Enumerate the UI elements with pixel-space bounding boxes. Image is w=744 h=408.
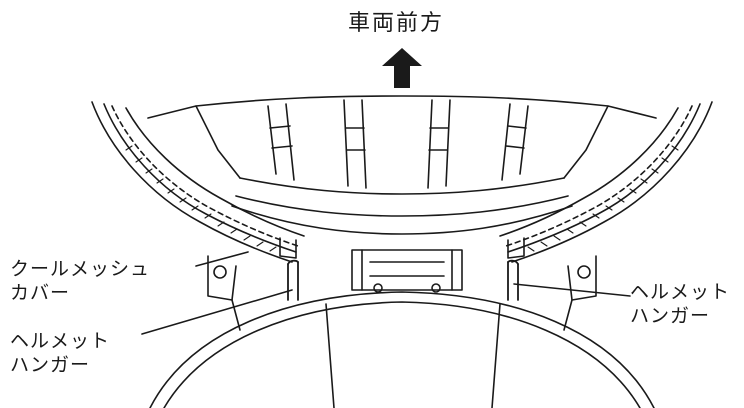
storage-bowl-crease-left — [325, 303, 335, 408]
seat-front-lower-arc-2 — [235, 195, 569, 217]
storage-side-left — [231, 299, 241, 331]
storage-side-right — [563, 299, 573, 331]
cool-mesh-cover-right-edge — [499, 107, 679, 237]
helmet-hanger-left-label-line1: ヘルメット — [10, 330, 111, 352]
helmet-hanger-right-label-line2: ハンガー — [630, 305, 711, 327]
helmet-hanger-left-label-line2: ハンガー — [10, 354, 91, 376]
cool-mesh-cover-right-dashed — [505, 105, 693, 247]
seat-ribs — [267, 99, 529, 189]
cool-mesh-cover-left-dashed — [111, 105, 299, 247]
hinge-assembly — [279, 237, 525, 293]
outer-frame-right — [511, 101, 713, 263]
helmet-hanger-right-label: ヘルメット ハンガー — [630, 280, 730, 328]
leader-helmet-hanger-left — [141, 289, 293, 335]
storage-bowl-crease-right — [491, 303, 501, 408]
leader-helmet-hanger-right — [513, 283, 631, 297]
outer-frame-left-inner — [103, 103, 297, 253]
seat-front-top-edge — [195, 95, 609, 107]
cool-mesh-cover-left-edge — [125, 107, 305, 237]
forward-arrow-icon — [382, 48, 422, 88]
leader-cool-mesh-cover — [195, 251, 249, 267]
seat-front-bottom-arc — [231, 205, 573, 235]
right-bracket — [567, 255, 597, 301]
left-bracket — [207, 255, 237, 301]
helmet-hanger-right-label-line1: ヘルメット — [630, 281, 731, 303]
helmet-hanger-left-icon — [287, 259, 299, 301]
mesh-texture-right — [527, 145, 679, 252]
outer-frame-right-inner — [507, 103, 701, 253]
vehicle-front-label: 車両前方 — [348, 11, 445, 36]
mesh-texture-left — [125, 145, 277, 252]
seat-front-lower-arc — [239, 177, 565, 195]
seat-front-left-side — [147, 105, 241, 179]
cool-mesh-cover-label-line1: クールメッシュ — [10, 258, 151, 280]
outer-frame-left — [91, 101, 293, 263]
helmet-hanger-left-label: ヘルメット ハンガー — [10, 329, 110, 377]
cool-mesh-cover-label: クールメッシュ カバー — [10, 257, 150, 305]
cool-mesh-cover-label-line2: カバー — [10, 282, 71, 304]
storage-bowl-outer — [149, 291, 655, 408]
storage-bowl-inner — [163, 301, 641, 408]
helmet-hanger-right-icon — [507, 259, 519, 301]
seat-front-right-side — [563, 105, 657, 179]
